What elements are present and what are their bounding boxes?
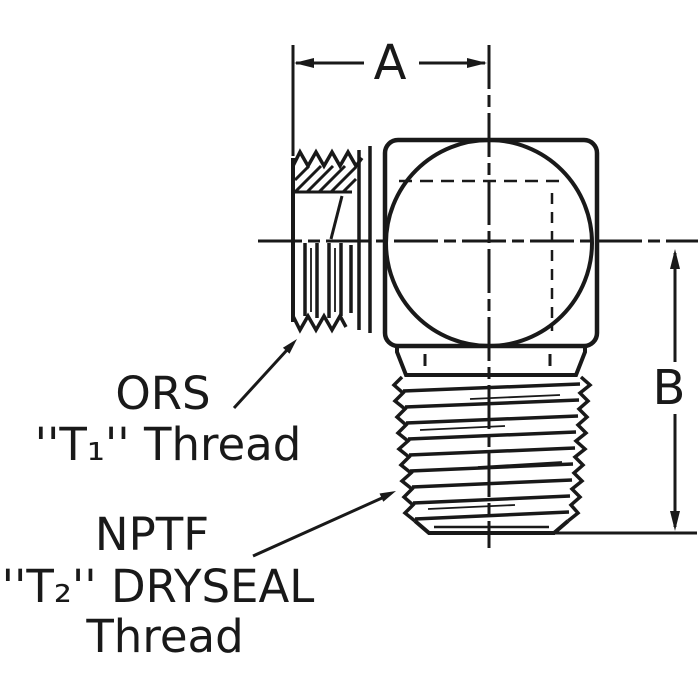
thread-callouts: ORS ''T₁'' Thread NPTF ''T₂'' DRYSEAL Th… <box>2 367 315 663</box>
centerlines <box>258 45 698 548</box>
dim-b-label: B <box>653 360 686 416</box>
nptf-leader-arrow <box>252 491 396 558</box>
nptf-label-line2: ''T₂'' DRYSEAL <box>2 560 315 613</box>
nptf-thread-lines <box>402 382 581 521</box>
ors-label-line2: ''T₁'' Thread <box>35 418 302 471</box>
ors-leader-arrow <box>232 339 297 410</box>
dim-a-arrow-left <box>294 58 314 68</box>
ors-thread-port <box>291 146 372 334</box>
ors-label-line1: ORS <box>115 367 210 420</box>
dim-a-arrow-right <box>467 58 487 68</box>
dimension-b: B <box>548 249 697 535</box>
hatch-lines <box>293 164 358 194</box>
body-block <box>382 137 600 349</box>
dim-a-label: A <box>374 35 407 91</box>
nptf-label-line3: Thread <box>85 610 243 663</box>
nptf-label-line1: NPTF <box>95 508 209 561</box>
dim-b-arrow-down <box>670 511 680 531</box>
nptf-thread-port <box>391 344 593 535</box>
dim-b-arrow-up <box>670 249 680 269</box>
dimension-a: A <box>291 35 487 156</box>
ors-thread-ribs <box>303 243 353 318</box>
